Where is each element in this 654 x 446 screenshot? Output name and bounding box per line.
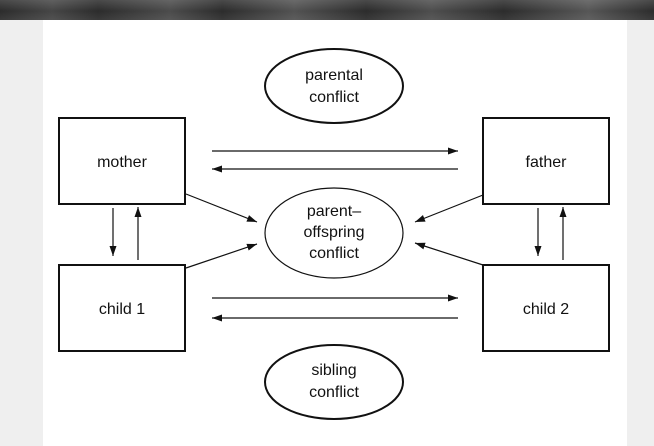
parent-offspring-line3: conflict: [309, 245, 359, 262]
parent-offspring-conflict-ellipse: [264, 187, 404, 279]
arrow-father-to-center: [414, 194, 484, 223]
mother-box: [58, 117, 186, 205]
father-label: father: [526, 154, 568, 171]
sibling-conflict-line2: conflict: [309, 384, 359, 401]
arrow-child2-to-center: [414, 242, 484, 266]
parent-offspring-line1: parent–: [307, 203, 361, 220]
mother-label: mother: [97, 154, 147, 171]
child2-label: child 2: [523, 301, 569, 318]
parental-conflict-line2: conflict: [309, 89, 359, 106]
parental-conflict-ellipse: [264, 48, 404, 124]
father-box: [482, 117, 610, 205]
arrow-mother-to-center: [185, 193, 258, 223]
header-photo-strip: [0, 0, 654, 20]
child1-box: [58, 264, 186, 352]
parental-conflict-line1: parental: [305, 67, 363, 84]
arrow-child1-to-center: [185, 243, 258, 269]
child2-box: [482, 264, 610, 352]
parent-offspring-line2: offspring: [303, 224, 364, 241]
sibling-conflict-line1: sibling: [311, 362, 356, 379]
child1-label: child 1: [99, 301, 145, 318]
sibling-conflict-ellipse: [264, 344, 404, 420]
